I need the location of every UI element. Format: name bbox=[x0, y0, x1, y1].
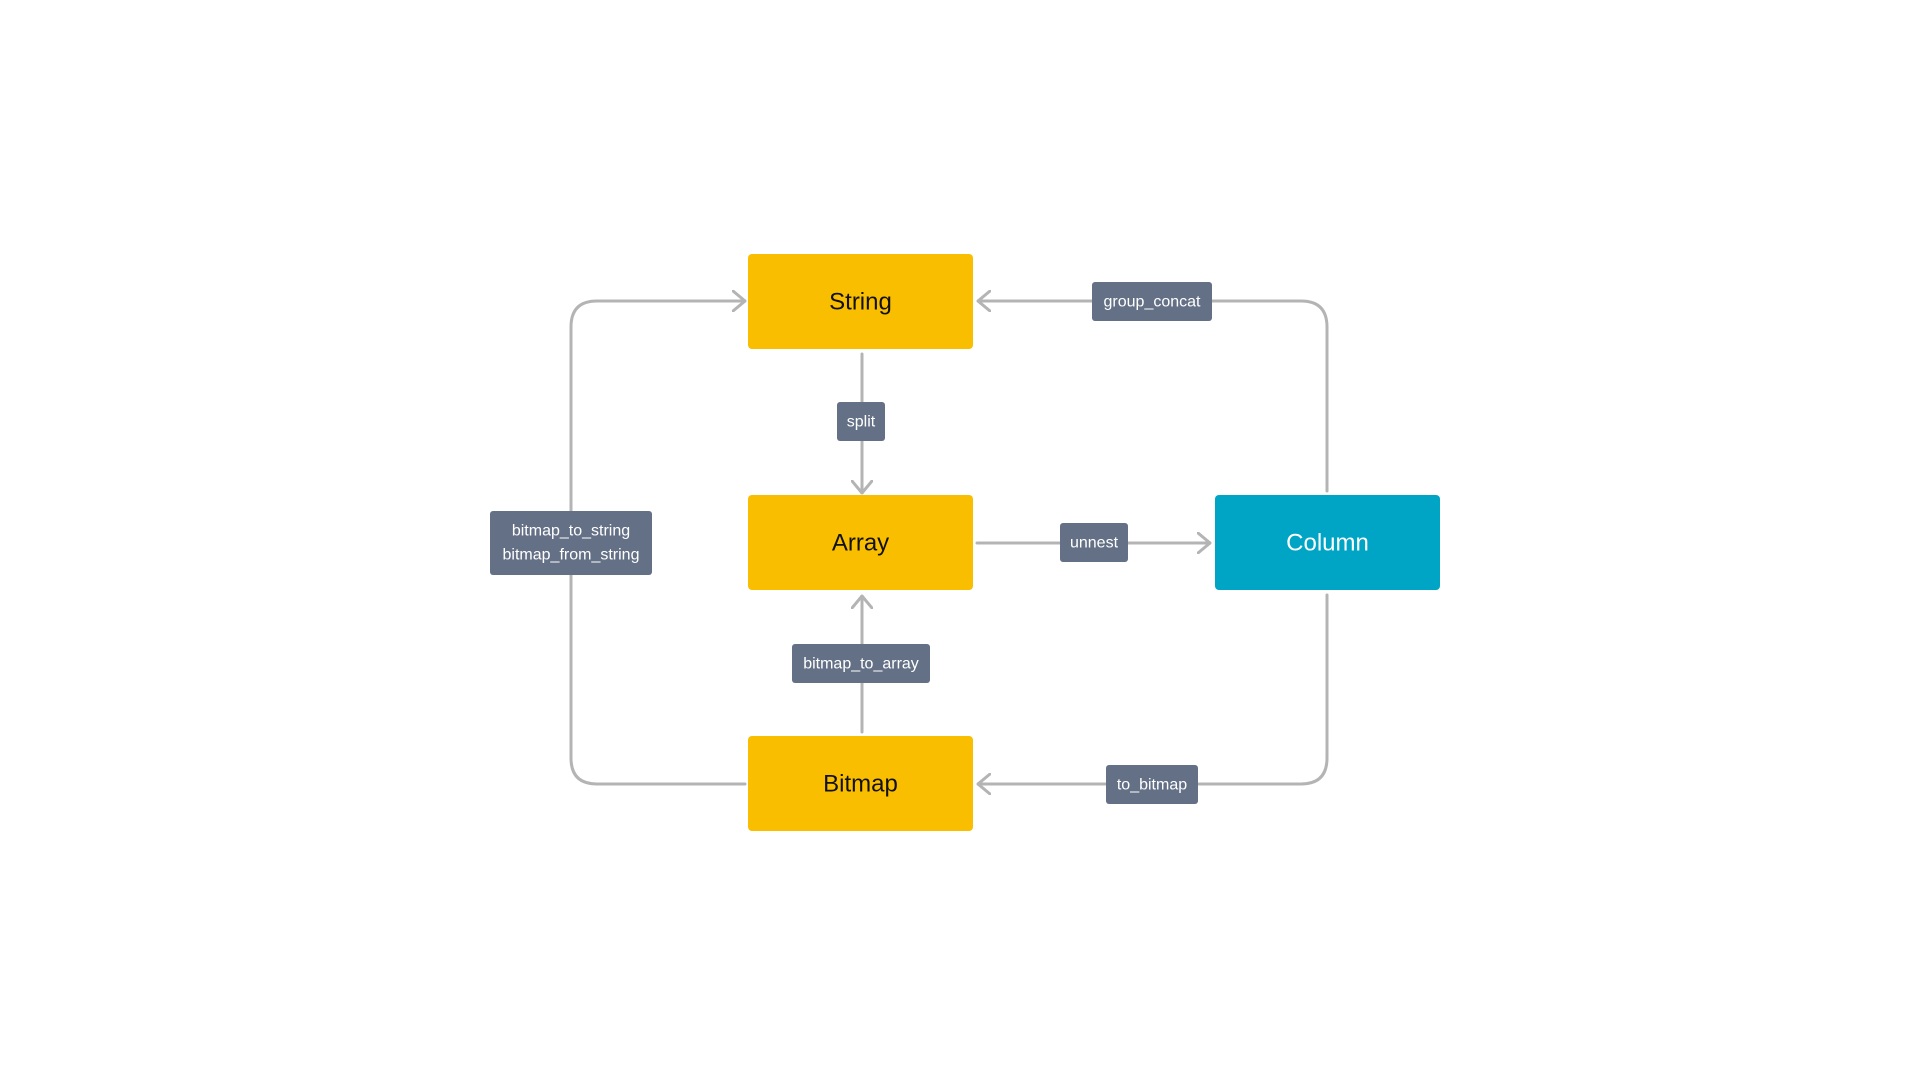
node-string: String bbox=[748, 254, 973, 349]
node-bitmap-label: Bitmap bbox=[823, 771, 898, 798]
label-group-concat-box bbox=[1092, 282, 1212, 321]
node-string-box bbox=[748, 254, 973, 349]
label-bitmap-string: bitmap_to_string bitmap_from_string bbox=[490, 511, 652, 575]
node-array-label: Array bbox=[832, 530, 889, 557]
node-string-label: String bbox=[829, 289, 892, 316]
node-bitmap: Bitmap bbox=[748, 736, 973, 831]
node-array: Array bbox=[748, 495, 973, 590]
label-bitmap-string-box bbox=[490, 511, 652, 575]
node-column: Column bbox=[1215, 495, 1440, 590]
edge-to-bitmap-line bbox=[976, 593, 1329, 784]
label-bitmap-to-string-text: bitmap_to_string bbox=[512, 523, 630, 540]
label-group-concat: group_concat bbox=[1092, 282, 1212, 321]
label-to-bitmap-text: to_bitmap bbox=[1117, 777, 1187, 794]
label-unnest-box bbox=[1060, 523, 1128, 562]
label-bitmap-from-string-text: bitmap_from_string bbox=[503, 547, 640, 564]
node-column-label: Column bbox=[1286, 530, 1369, 557]
label-bitmap-to-array-text: bitmap_to_array bbox=[803, 656, 919, 673]
label-unnest: unnest bbox=[1060, 523, 1128, 562]
label-to-bitmap-box bbox=[1106, 765, 1198, 804]
label-group-concat-text: group_concat bbox=[1104, 294, 1202, 311]
node-array-box bbox=[748, 495, 973, 590]
edge-group-concat-line bbox=[976, 301, 1329, 493]
label-split-text: split bbox=[847, 414, 876, 431]
node-column-box bbox=[1215, 495, 1440, 590]
node-bitmap-box bbox=[748, 736, 973, 831]
label-bitmap-to-array: bitmap_to_array bbox=[792, 644, 930, 683]
label-bitmap-to-array-box bbox=[792, 644, 930, 683]
label-split: split bbox=[837, 402, 885, 441]
label-split-box bbox=[837, 402, 885, 441]
label-unnest-text: unnest bbox=[1070, 535, 1119, 552]
label-to-bitmap: to_bitmap bbox=[1106, 765, 1198, 804]
